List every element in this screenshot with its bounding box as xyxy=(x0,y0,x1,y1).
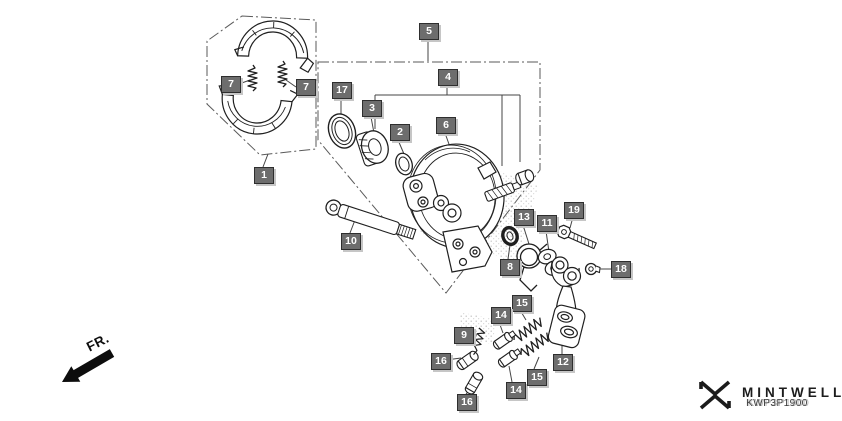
adjuster-screw-drawing xyxy=(484,181,522,202)
panel-bolt-lower-drawing xyxy=(464,371,484,395)
bearing-drawing xyxy=(355,130,389,167)
adjuster-spring-upper-drawing xyxy=(513,317,542,342)
brake-panel-drawing xyxy=(402,143,505,273)
panel-bolt-upper-drawing xyxy=(456,350,479,371)
pinch-bolt-drawing xyxy=(556,224,598,250)
oil-seal-drawing xyxy=(327,113,357,149)
brake-arm-drawing xyxy=(547,256,586,349)
brake-shoe-upper-drawing xyxy=(233,20,315,74)
diagram-code: KWP3P1900 xyxy=(746,398,808,409)
shoe-spring-left-drawing xyxy=(247,64,258,92)
fr-direction-arrow-icon xyxy=(62,349,115,382)
adjuster-nut-drawing xyxy=(515,169,535,186)
adjuster-screw-small-drawing xyxy=(473,327,486,355)
arm-nut-drawing xyxy=(584,262,601,276)
adjuster-spring-lower-drawing xyxy=(520,332,549,357)
group-box-1 xyxy=(206,15,317,156)
brake-shoe-lower-drawing xyxy=(218,84,299,135)
adjuster-pin-upper-drawing xyxy=(492,330,517,350)
dust-seal-drawing xyxy=(501,225,519,247)
cam-spring-drawing xyxy=(516,243,548,292)
axle-bolt-drawing xyxy=(325,199,417,240)
shoe-spring-right-drawing xyxy=(277,60,288,88)
mintwell-logo-icon xyxy=(699,380,731,410)
brand-lockup: MINTWELL xyxy=(698,378,842,412)
brand-name: MINTWELL xyxy=(742,384,842,400)
adjuster-pin-lower-drawing xyxy=(497,348,522,368)
washer-drawing xyxy=(395,152,413,176)
